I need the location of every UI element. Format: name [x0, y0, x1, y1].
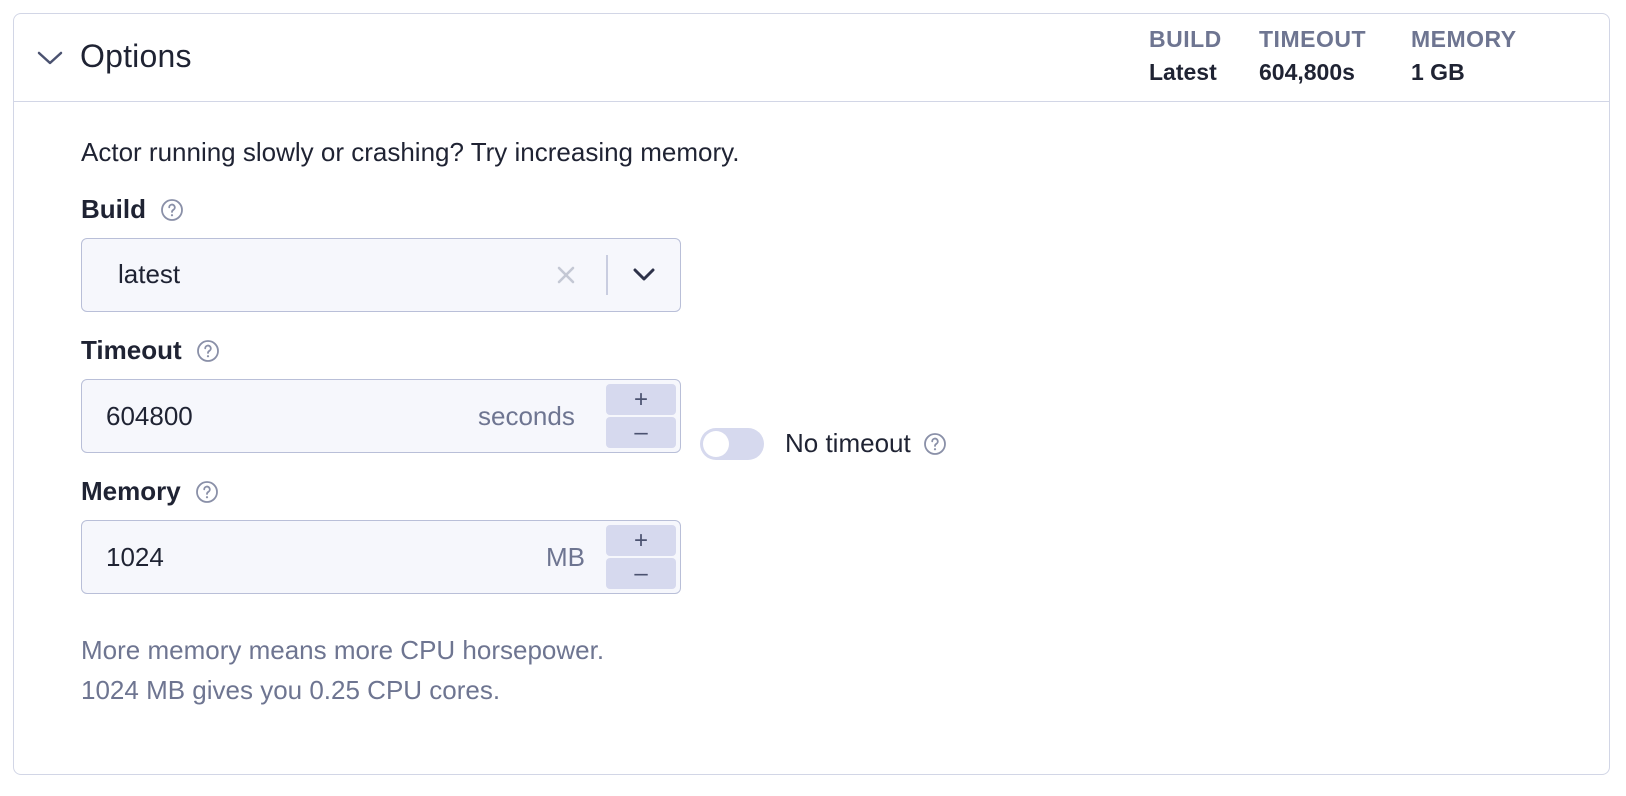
memory-hint-line2: 1024 MB gives you 0.25 CPU cores.: [81, 675, 501, 705]
summary-memory: MEMORY 1 GB: [1411, 26, 1517, 86]
build-label-row: Build: [81, 194, 184, 225]
timeout-decrement-button[interactable]: –: [606, 417, 676, 448]
memory-tip: Actor running slowly or crashing? Try in…: [81, 137, 740, 167]
memory-input[interactable]: [106, 521, 446, 593]
timeout-input[interactable]: [106, 380, 446, 452]
memory-stepper: + –: [606, 525, 676, 589]
timeout-label: Timeout: [81, 335, 182, 365]
memory-help-icon[interactable]: [195, 480, 219, 504]
summary-memory-label: MEMORY: [1411, 26, 1517, 52]
memory-unit: MB: [546, 542, 585, 572]
summary-build-label: BUILD: [1149, 26, 1222, 52]
build-select[interactable]: latest: [81, 238, 681, 312]
build-help-icon[interactable]: [160, 198, 184, 222]
options-header[interactable]: Options BUILD Latest TIMEOUT 604,800s ME…: [14, 14, 1609, 102]
timeout-stepper: + –: [606, 384, 676, 448]
build-label: Build: [81, 194, 146, 224]
no-timeout-help-icon[interactable]: [923, 432, 947, 456]
timeout-input-box: seconds + –: [81, 379, 681, 453]
no-timeout-label: No timeout: [785, 428, 911, 458]
no-timeout-label-row: No timeout: [785, 428, 947, 459]
build-select-value: latest: [118, 259, 181, 289]
clear-icon[interactable]: [550, 259, 582, 291]
memory-hint-line1: More memory means more CPU horsepower.: [81, 635, 605, 665]
no-timeout-toggle[interactable]: [700, 428, 764, 460]
summary-timeout-value: 604,800s: [1259, 59, 1355, 85]
memory-input-box: MB + –: [81, 520, 681, 594]
summary-memory-value: 1 GB: [1411, 59, 1465, 85]
timeout-unit: seconds: [478, 401, 575, 431]
dropdown-chevron-icon[interactable]: [614, 257, 674, 293]
memory-hint: More memory means more CPU horsepower. 1…: [81, 630, 604, 710]
timeout-label-row: Timeout: [81, 335, 220, 366]
select-divider: [606, 255, 608, 295]
collapse-chevron-icon[interactable]: [36, 44, 64, 72]
options-title: Options: [80, 38, 192, 74]
memory-increment-button[interactable]: +: [606, 525, 676, 556]
summary-build: BUILD Latest: [1149, 26, 1222, 86]
timeout-increment-button[interactable]: +: [606, 384, 676, 415]
toggle-knob: [703, 431, 729, 457]
memory-label: Memory: [81, 476, 181, 506]
timeout-help-icon[interactable]: [196, 339, 220, 363]
options-panel: Options BUILD Latest TIMEOUT 604,800s ME…: [13, 13, 1610, 775]
summary-timeout: TIMEOUT 604,800s: [1259, 26, 1366, 86]
memory-label-row: Memory: [81, 476, 219, 507]
summary-timeout-label: TIMEOUT: [1259, 26, 1366, 52]
memory-decrement-button[interactable]: –: [606, 558, 676, 589]
summary-build-value: Latest: [1149, 59, 1217, 85]
